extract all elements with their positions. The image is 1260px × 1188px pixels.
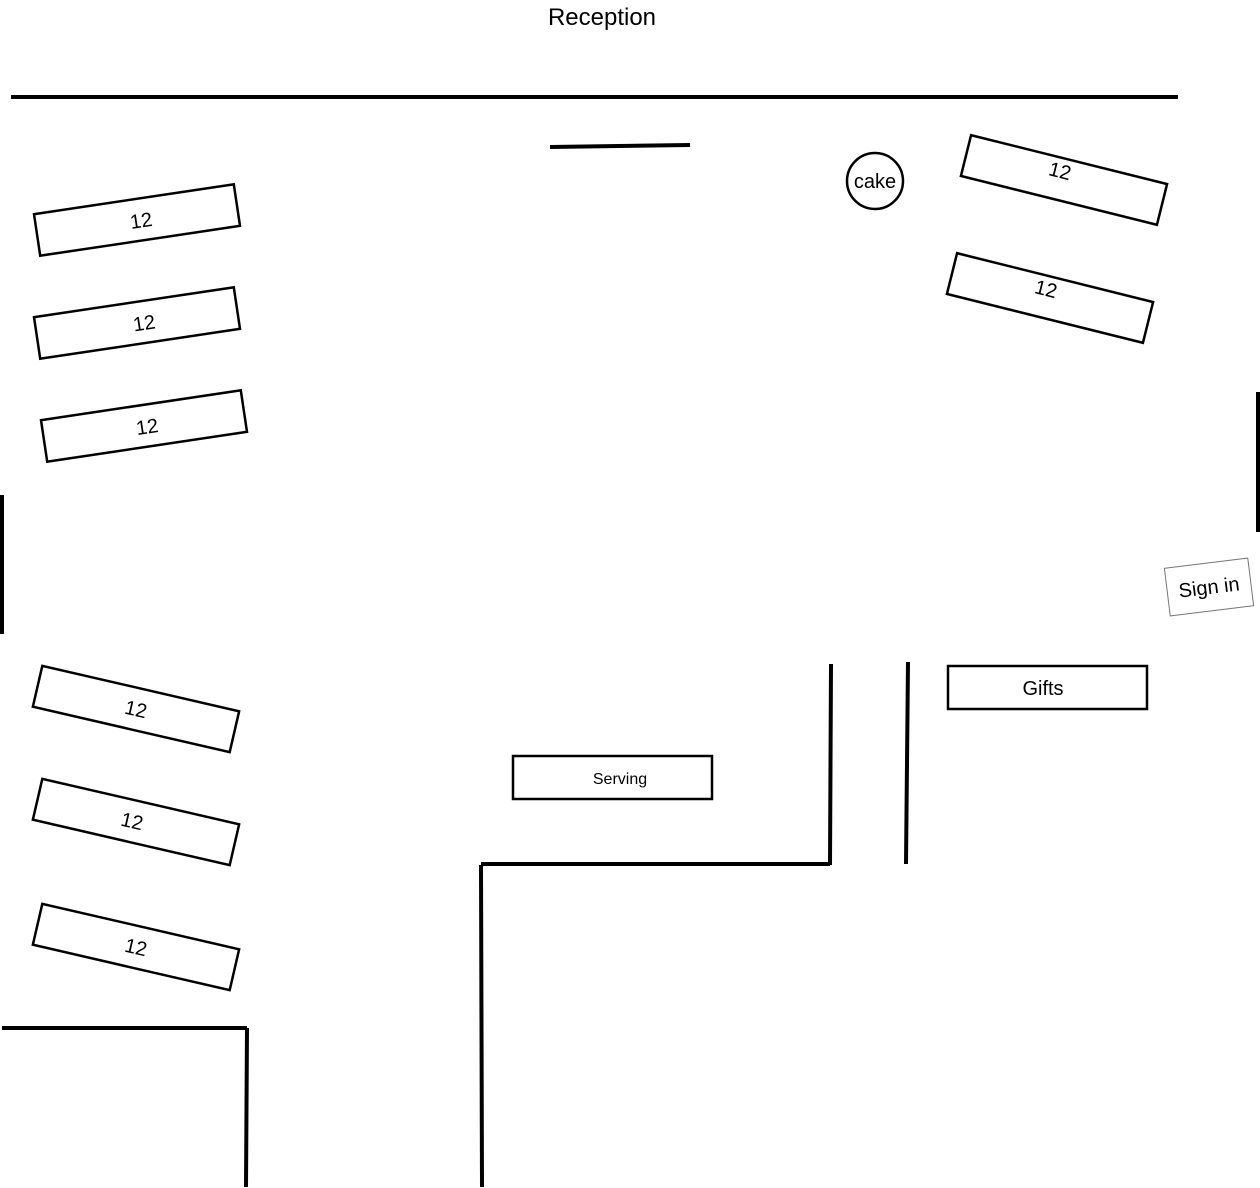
table: 12 [32,182,242,258]
table: 12 [945,251,1155,345]
sign-in-table: Sign in [1163,557,1255,617]
table: 12 [31,902,241,992]
table: 12 [31,777,241,867]
table: 12 [32,285,242,361]
kitchen-wall-vertical-left [479,864,484,1188]
table: 12 [31,664,241,754]
gifts-label: Gifts [1022,678,1063,700]
kitchen-wall-vertical-right [828,663,833,866]
serving-label: Serving [593,771,647,788]
diagram-title: Reception [547,4,657,31]
cake-label: cake [854,171,896,193]
table-label: 12 [122,935,149,961]
table-label: 12 [122,697,149,723]
table: 12 [959,133,1169,227]
head-table-line [549,143,691,149]
bottom-left-wall-vertical [244,1027,249,1188]
table-label: 12 [119,809,146,835]
table-label: 12 [1032,276,1059,303]
table-label: 12 [1046,158,1073,185]
table-label: 12 [132,311,157,336]
cake-table: cake [845,151,905,211]
table-label: 12 [129,209,154,234]
table: 12 [39,388,249,464]
table-label: 12 [135,415,160,440]
gifts-table: Gifts [946,664,1149,711]
hall-wall [904,661,910,865]
serving-table: Serving [511,754,714,801]
